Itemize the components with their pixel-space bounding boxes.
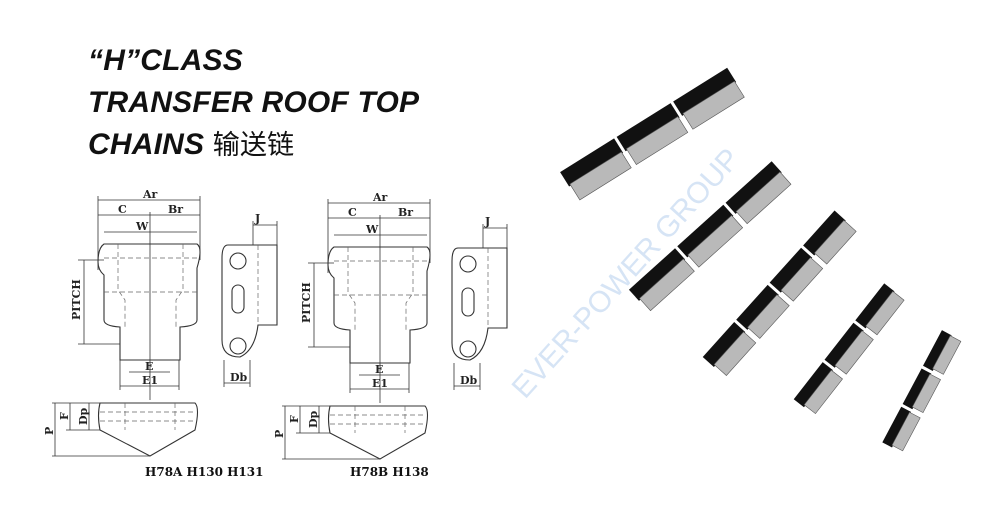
dim-ar: Ar	[372, 191, 388, 204]
dim-p: P	[43, 427, 56, 435]
chain-link-shadow	[824, 322, 864, 368]
chain-link-shadow	[628, 248, 686, 301]
chain-link-plate	[626, 116, 689, 166]
dim-e1: E1	[142, 374, 158, 387]
dim-w: W	[135, 220, 149, 233]
dim-c: C	[118, 203, 127, 216]
dim-dp: Dp	[77, 407, 90, 425]
chain-link-shadow	[677, 204, 734, 258]
chain-link-plate	[639, 258, 695, 312]
title-line-3: CHAINS 输送链	[88, 128, 294, 163]
chain-link-plate	[865, 290, 905, 336]
chain-photo	[793, 283, 905, 415]
dim-pitch: PITCH	[300, 282, 313, 323]
dim-c: C	[348, 206, 357, 219]
chain-link-plate	[569, 151, 632, 201]
chain-photo	[628, 161, 792, 312]
chain-link-shadow	[882, 406, 911, 448]
chain-link-plate	[814, 219, 857, 265]
chain-link-plate	[834, 330, 874, 375]
dim-pitch: PITCH	[70, 279, 83, 320]
dim-db: Db	[230, 371, 248, 384]
chain-link-shadow	[736, 284, 779, 330]
chain-link-plate	[891, 411, 921, 452]
dim-br: Br	[398, 206, 413, 219]
drawing-caption: H78B H138	[350, 465, 429, 479]
chain-link-shadow	[616, 103, 680, 152]
dim-j: J	[254, 212, 260, 225]
title-line-1: “H”CLASS	[88, 44, 243, 77]
chain-link-shadow	[923, 330, 952, 371]
dim-br: Br	[168, 203, 183, 216]
chain-link-shadow	[902, 368, 932, 410]
chain-link-shadow	[560, 138, 624, 187]
dim-p: P	[273, 430, 286, 438]
chain-link-plate	[780, 257, 824, 302]
title-zh: 输送链	[212, 130, 295, 161]
title-line-2: TRANSFER ROOF TOP	[88, 86, 420, 119]
watermark: EVER-POWER GROUP	[506, 142, 747, 404]
chain-photo	[702, 210, 857, 376]
chain-photos	[560, 67, 962, 452]
chain-photo	[560, 67, 745, 201]
dim-ar: Ar	[142, 188, 158, 201]
chain-link-plate	[911, 373, 941, 414]
dim-db: Db	[460, 374, 478, 387]
chain-link-plate	[747, 294, 790, 339]
chain-photo	[882, 330, 962, 452]
chain-link-plate	[932, 335, 962, 375]
chain-link-shadow	[725, 161, 782, 214]
chain-link-shadow	[673, 67, 737, 116]
chain-link-shadow	[702, 322, 746, 367]
dim-e: E	[145, 360, 153, 373]
dim-w: W	[365, 223, 379, 236]
chain-link-shadow	[803, 210, 846, 256]
chain-link-plate	[687, 215, 744, 268]
dim-dp: Dp	[307, 410, 320, 428]
dim-f: F	[58, 412, 71, 420]
dim-e: E	[375, 363, 383, 376]
dim-j: J	[484, 215, 490, 228]
chain-link-plate	[735, 171, 792, 225]
chain-link-plate	[682, 80, 745, 130]
drawing-h78a: Ar C Br W J PITCH E E1 Db P F Dp H78A H1…	[43, 188, 278, 479]
dim-f: F	[288, 415, 301, 423]
dim-e1: E1	[372, 377, 388, 390]
chain-link-plate	[713, 331, 757, 376]
drawing-caption: H78A H130 H131	[145, 465, 263, 479]
drawing-h78b: Ar C Br W J PITCH E E1 Db P F Dp H78B H1…	[273, 191, 508, 479]
title-en: CHAINS	[88, 128, 205, 161]
chain-link-shadow	[855, 283, 895, 329]
chain-link-shadow	[793, 362, 833, 408]
chain-link-plate	[803, 369, 843, 415]
chain-link-shadow	[769, 247, 813, 293]
